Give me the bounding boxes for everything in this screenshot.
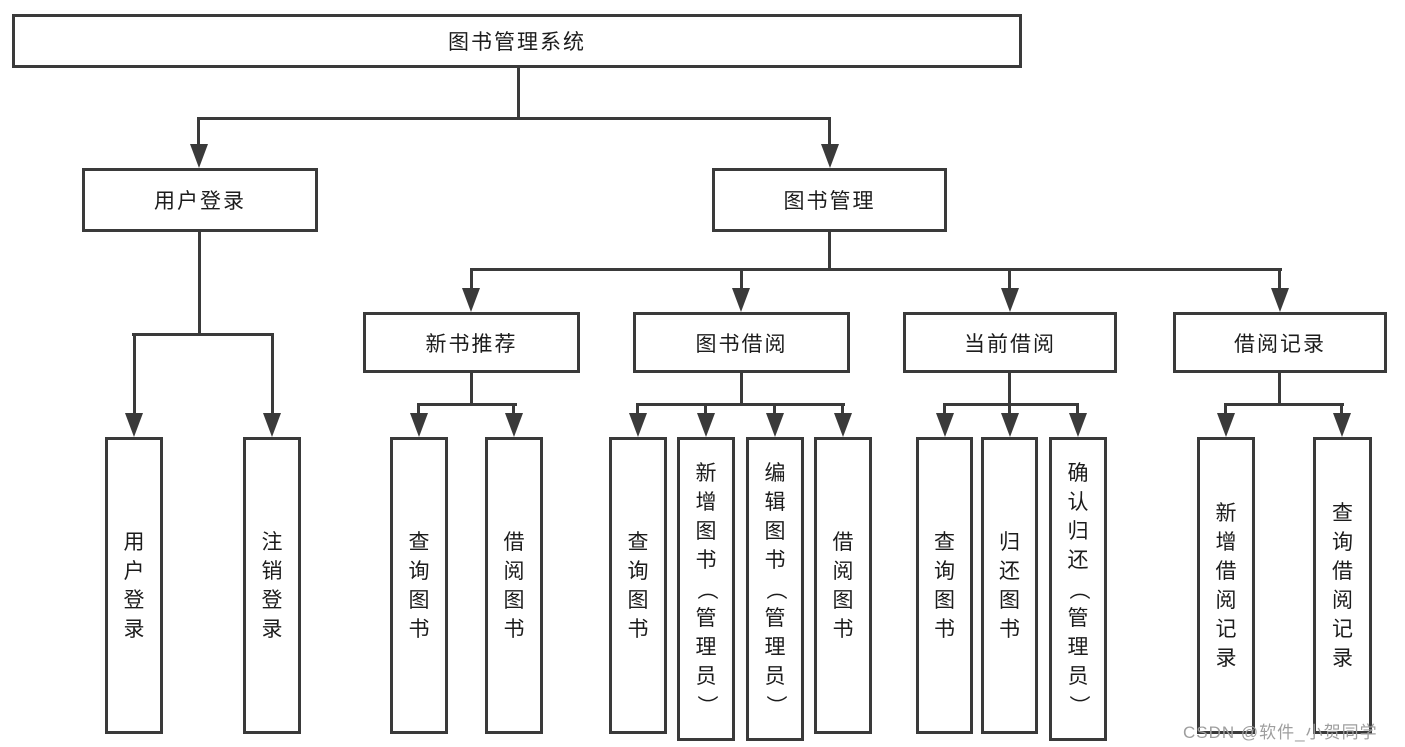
arrow-down-icon bbox=[190, 144, 208, 168]
leaf-borrow-books-1: 借阅图书 bbox=[485, 437, 543, 734]
leaf-confirm-return-admin: 确认归还（管理员） bbox=[1049, 437, 1107, 741]
node-current-borrow: 当前借阅 bbox=[903, 312, 1117, 373]
leaf-query-books-1-label: 查询图书 bbox=[408, 530, 430, 641]
leaf-logout-label: 注销登录 bbox=[261, 530, 283, 641]
connector-drop-leaf bbox=[943, 403, 946, 415]
leaf-query-books-3: 查询图书 bbox=[916, 437, 973, 734]
connector-borrow-records-drop bbox=[1278, 371, 1281, 406]
connector-current-borrow-drop bbox=[1008, 371, 1011, 406]
leaf-query-books-3-label: 查询图书 bbox=[934, 530, 955, 641]
arrow-down-icon bbox=[1001, 288, 1019, 312]
arrow-down-icon bbox=[629, 413, 647, 437]
arrow-down-icon bbox=[125, 413, 143, 437]
connector-drop-book-management bbox=[828, 117, 831, 147]
connector-drop-leaf bbox=[1224, 403, 1227, 415]
leaf-borrow-books-2: 借阅图书 bbox=[814, 437, 872, 734]
arrow-down-icon bbox=[936, 413, 954, 437]
arrow-down-icon bbox=[410, 413, 428, 437]
connector-new-book-drop bbox=[470, 371, 473, 406]
leaf-return-books-label: 归还图书 bbox=[999, 530, 1020, 641]
connector-drop-leaf bbox=[133, 333, 136, 413]
leaf-user-login-label: 用户登录 bbox=[123, 530, 145, 641]
connector-drop-leaf bbox=[773, 403, 776, 415]
node-new-book-recommend: 新书推荐 bbox=[363, 312, 580, 373]
node-root-library-system: 图书管理系统 bbox=[12, 14, 1022, 68]
arrow-down-icon bbox=[505, 413, 523, 437]
connector-root-drop bbox=[517, 66, 520, 119]
arrow-down-icon bbox=[821, 144, 839, 168]
leaf-confirm-return-admin-label: 确认归还（管理员） bbox=[1066, 461, 1090, 716]
leaf-add-borrow-record-label: 新增借阅记录 bbox=[1215, 501, 1237, 670]
leaf-query-books-1: 查询图书 bbox=[390, 437, 448, 734]
leaf-borrow-books-1-label: 借阅图书 bbox=[503, 530, 525, 641]
connector-book-borrow-drop bbox=[740, 371, 743, 406]
connector-drop-leaf bbox=[1076, 403, 1079, 415]
connector-level3-branch bbox=[470, 268, 1282, 271]
node-borrow-records: 借阅记录 bbox=[1173, 312, 1387, 373]
connector-user-login-branch bbox=[132, 333, 274, 336]
connector-drop-leaf bbox=[841, 403, 844, 415]
leaf-query-books-2-label: 查询图书 bbox=[627, 530, 649, 641]
connector-new-book-branch bbox=[417, 403, 517, 406]
connector-book-management-drop bbox=[828, 230, 831, 271]
arrow-down-icon bbox=[1069, 413, 1087, 437]
leaf-query-borrow-record: 查询借阅记录 bbox=[1313, 437, 1372, 734]
leaf-edit-books-admin: 编辑图书（管理员） bbox=[746, 437, 804, 741]
connector-drop-leaf bbox=[271, 333, 274, 413]
node-book-borrow: 图书借阅 bbox=[633, 312, 850, 373]
node-book-management: 图书管理 bbox=[712, 168, 947, 232]
connector-borrow-records-branch bbox=[1224, 403, 1344, 406]
csdn-watermark: CSDN @软件_小贺同学 bbox=[1183, 723, 1378, 742]
arrow-down-icon bbox=[1271, 288, 1289, 312]
leaf-add-books-admin-label: 新增图书（管理员） bbox=[694, 461, 718, 716]
leaf-add-borrow-record: 新增借阅记录 bbox=[1197, 437, 1255, 734]
connector-current-borrow-branch bbox=[943, 403, 1079, 406]
connector-drop-level3 bbox=[1008, 268, 1011, 292]
leaf-user-login: 用户登录 bbox=[105, 437, 163, 734]
connector-drop-user-login bbox=[197, 117, 200, 147]
connector-drop-leaf bbox=[1340, 403, 1343, 415]
leaf-add-books-admin: 新增图书（管理员） bbox=[677, 437, 735, 741]
connector-drop-leaf bbox=[636, 403, 639, 415]
node-user-login: 用户登录 bbox=[82, 168, 318, 232]
leaf-borrow-books-2-label: 借阅图书 bbox=[832, 530, 854, 641]
connector-drop-level3 bbox=[470, 268, 473, 292]
connector-drop-level3 bbox=[1278, 268, 1281, 292]
leaf-query-borrow-record-label: 查询借阅记录 bbox=[1332, 501, 1353, 670]
connector-drop-leaf bbox=[704, 403, 707, 415]
connector-drop-level3 bbox=[740, 268, 743, 292]
leaf-edit-books-admin-label: 编辑图书（管理员） bbox=[763, 461, 787, 716]
connector-drop-leaf bbox=[1008, 403, 1011, 415]
arrow-down-icon bbox=[766, 413, 784, 437]
arrow-down-icon bbox=[1217, 413, 1235, 437]
arrow-down-icon bbox=[697, 413, 715, 437]
connector-book-borrow-branch bbox=[636, 403, 845, 406]
leaf-logout: 注销登录 bbox=[243, 437, 301, 734]
connector-drop-leaf bbox=[417, 403, 420, 415]
connector-level2-branch bbox=[197, 117, 831, 120]
arrow-down-icon bbox=[462, 288, 480, 312]
leaf-query-books-2: 查询图书 bbox=[609, 437, 667, 734]
arrow-down-icon bbox=[263, 413, 281, 437]
arrow-down-icon bbox=[1001, 413, 1019, 437]
connector-user-login-drop bbox=[198, 230, 201, 336]
arrow-down-icon bbox=[732, 288, 750, 312]
arrow-down-icon bbox=[834, 413, 852, 437]
connector-drop-leaf bbox=[512, 403, 515, 415]
leaf-return-books: 归还图书 bbox=[981, 437, 1038, 734]
arrow-down-icon bbox=[1333, 413, 1351, 437]
